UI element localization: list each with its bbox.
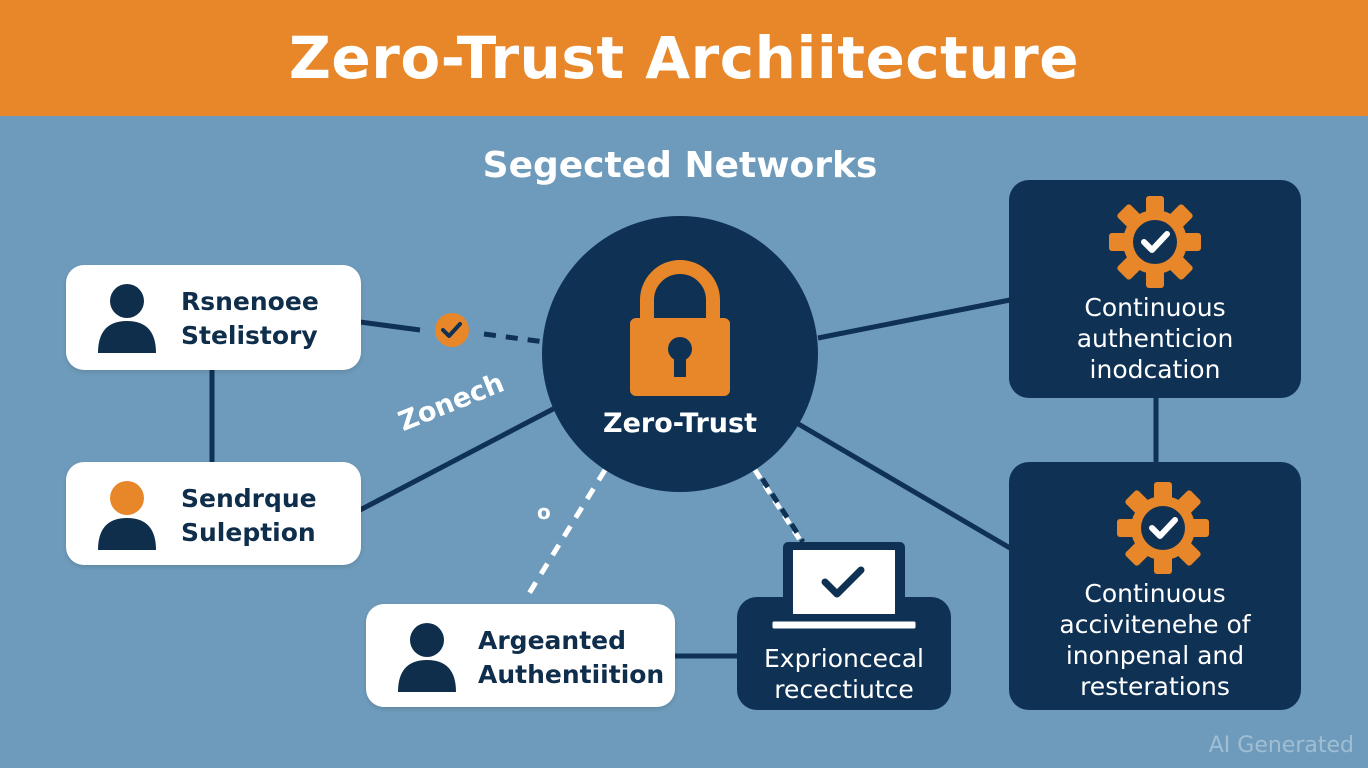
gear-check-icon [1117, 482, 1209, 574]
person-icon [98, 481, 156, 550]
page-title: Zero-Trust Archiitecture [288, 24, 1080, 92]
small-marker: o [537, 500, 551, 524]
card-label: Rsnenoee Stelistory [181, 287, 319, 350]
link-hub-argeanted-dashed [522, 468, 608, 602]
card-argeanted-authentication: Argeanted Authentiition [366, 604, 675, 707]
laptop-check-icon [769, 542, 919, 632]
panel-continuous-authentication: Continuous authenticion inodcation [1009, 180, 1301, 398]
person-icon [98, 284, 156, 353]
panel-text: Continuous authenticion inodcation [1076, 293, 1234, 384]
person-icon [398, 623, 456, 692]
panel-text: Exprioncecal recectiutce [764, 644, 924, 704]
link-resource-hub [359, 319, 421, 333]
link-hub-panel-top [817, 297, 1011, 341]
link-resource-hub-dashed [483, 331, 546, 345]
link-hub-panel-bottom [793, 419, 1012, 551]
lock-icon [630, 260, 730, 396]
card-sendrque: Sendrque Suleption [66, 462, 361, 565]
diagram-subtitle: Segected Networks [482, 145, 878, 186]
panel-continuous-activity: Continuous accivitenehe of inonpenal and… [1009, 462, 1301, 710]
link-hub-laptop-dashed [752, 468, 803, 542]
card-label: Argeanted Authentiition [478, 626, 665, 689]
zero-trust-hub: Zero-Trust [542, 216, 818, 492]
title-banner: Zero-Trust Archiitecture [0, 0, 1368, 116]
card-label: Sendrque Suleption [181, 484, 317, 547]
hub-label: Zero-Trust [603, 408, 757, 439]
link-sendrque-hub [358, 405, 557, 513]
ai-generated-watermark: AI Generated [1208, 733, 1354, 758]
card-resource-directory: Rsnenoee Stelistory [66, 265, 361, 370]
gear-check-icon [1109, 196, 1201, 288]
panel-text: Continuous accivitenehe of inonpenal and… [1059, 579, 1251, 701]
check-marker-icon [435, 313, 469, 347]
